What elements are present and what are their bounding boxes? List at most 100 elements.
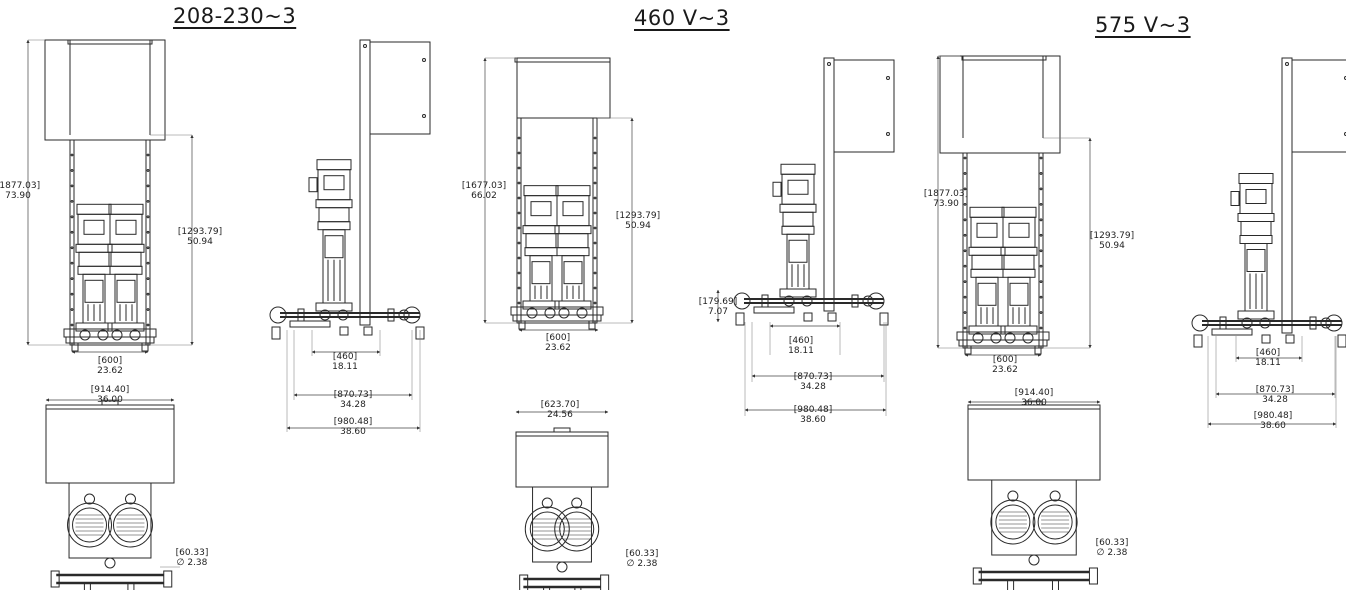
panel-hinge — [553, 427, 571, 433]
dim-208-pipe-imperial: ∅ 2.38 — [177, 558, 208, 568]
bolt-hole — [593, 301, 597, 305]
pump-port — [319, 309, 331, 321]
pump-port — [783, 295, 795, 307]
bolt-hole — [70, 215, 74, 219]
support-post — [1281, 57, 1293, 334]
pump-port — [801, 295, 813, 307]
foot — [588, 320, 596, 330]
panel-top-view — [45, 404, 175, 484]
pump-base — [554, 300, 592, 310]
pump-base — [107, 322, 145, 332]
dim-208-side-flange-metric: [870.73] — [334, 390, 373, 400]
bolt-hole — [146, 215, 150, 219]
bolt-hole — [517, 211, 521, 215]
bolt-hole — [517, 301, 521, 305]
pump-stage-block — [116, 279, 136, 303]
pump-stage-block — [788, 239, 808, 263]
pump-base — [522, 300, 560, 310]
junction-box — [308, 177, 318, 193]
dim-575-pipe-metric: [60.33] — [1096, 538, 1129, 548]
bolt-hole — [146, 292, 150, 296]
support-foot — [1337, 334, 1346, 348]
support-foot — [1261, 334, 1271, 344]
motor-terminal-box — [115, 219, 137, 235]
isolation-valve — [1191, 314, 1209, 332]
motor-body — [524, 195, 558, 227]
foot — [141, 342, 149, 352]
bolt-hole — [593, 226, 597, 230]
dim-460-width-metric: [600] — [546, 333, 570, 343]
support-foot — [803, 312, 813, 322]
coupling-housing — [1240, 221, 1272, 236]
bolt-hole — [1039, 280, 1043, 284]
panel-latch — [886, 132, 890, 136]
motor-fan-right — [1032, 499, 1078, 545]
motor-terminal-box — [1245, 189, 1267, 204]
pump-head-flange — [77, 265, 111, 275]
bolt-hole — [517, 286, 521, 290]
coupling-housing — [557, 233, 589, 249]
support-foot — [1193, 334, 1203, 348]
dim-460-top-width-imperial: 24.56 — [547, 410, 573, 420]
pump-base — [1000, 325, 1038, 335]
dim-208-overall-height-imperial: 73.90 — [5, 191, 31, 201]
dim-208-width-imperial: 23.62 — [97, 366, 123, 376]
bolt-hole — [593, 166, 597, 170]
bolt-hole — [593, 271, 597, 275]
motor-flange — [554, 225, 592, 235]
motor-fan-left-inner — [72, 507, 108, 543]
pump-stage-block — [563, 261, 583, 285]
motor-fan-left — [524, 506, 570, 552]
motor-fan-right-inner — [559, 511, 595, 547]
bolt-hole — [70, 246, 74, 250]
discharge-manifold — [63, 328, 157, 338]
pipe-end-flange — [163, 570, 173, 588]
pipe-end-flange — [600, 574, 610, 590]
bolt-hole — [1039, 233, 1043, 237]
valve-handle — [84, 493, 96, 505]
dim-208-pump-height-metric: [1293.79] — [178, 227, 222, 237]
control-panel — [516, 57, 611, 119]
pump-port — [526, 307, 538, 319]
drop-leg — [127, 582, 135, 590]
pipe-end-flange — [972, 567, 982, 585]
flange — [1219, 316, 1227, 330]
dim-460-pipe-metric: [60.33] — [626, 549, 659, 559]
control-panel-side — [1291, 59, 1346, 153]
panel-latch — [422, 114, 426, 118]
base-plate — [68, 482, 152, 559]
bolt-hole — [963, 295, 967, 299]
bolt-hole — [146, 246, 150, 250]
control-panel — [939, 55, 1061, 154]
support-post — [823, 57, 835, 312]
motor-fan-left-inner — [529, 511, 565, 547]
dim-208-side-overall-imperial: 38.60 — [340, 427, 366, 437]
bolt-hole — [963, 156, 967, 160]
bolt-hole — [1039, 156, 1043, 160]
bolt-hole — [70, 308, 74, 311]
dim-460-pump-height-imperial: 50.94 — [625, 221, 651, 231]
support-post — [359, 39, 371, 326]
valve-handle — [541, 497, 553, 509]
bolt-hole — [963, 202, 967, 206]
dim-575-side-flange-metric: [870.73] — [1256, 385, 1295, 395]
bolt-hole — [146, 230, 150, 234]
motor-flange — [75, 243, 113, 253]
pump-stage-block — [1009, 282, 1029, 306]
coupling-housing — [78, 251, 110, 267]
dim-208-pump-height-imperial: 50.94 — [187, 237, 213, 247]
drop-leg — [574, 586, 582, 590]
motor-fan-right — [107, 502, 153, 548]
motor-flange — [315, 199, 353, 209]
dim-460-inlet-height-metric: [179.69] — [699, 297, 738, 307]
bolt-hole — [593, 181, 597, 185]
panel-top-view — [967, 404, 1101, 481]
flange — [851, 294, 859, 308]
coupling-housing — [525, 233, 557, 249]
bolt-hole — [517, 151, 521, 155]
isolation-valve — [867, 292, 885, 310]
bolt-hole — [963, 218, 967, 222]
pipe-end-flange — [519, 574, 529, 590]
pump-port — [990, 332, 1002, 344]
